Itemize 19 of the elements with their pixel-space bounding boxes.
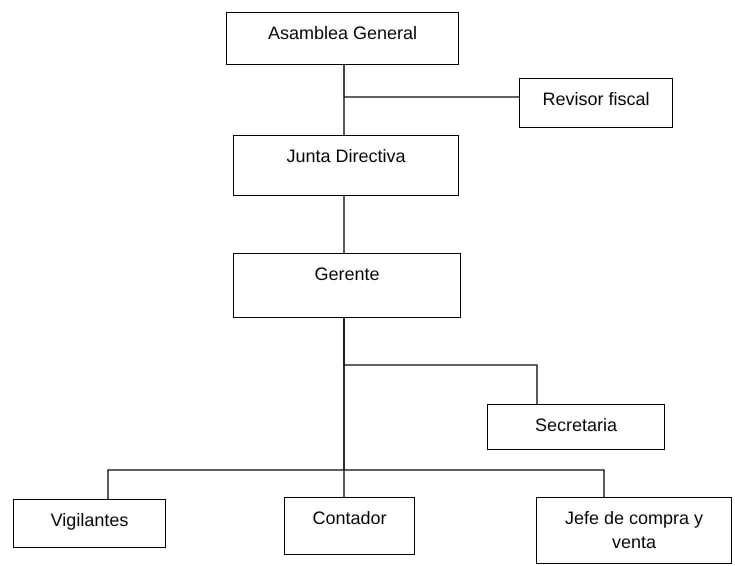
org-box [233,135,459,196]
connector-line [343,196,345,253]
box-label: Asamblea General [268,22,418,45]
box-label: Junta Directiva [286,145,406,168]
box-label: Secretaria [534,414,618,437]
org-box [536,497,732,564]
box-label: Jefe de compra y venta [564,507,704,554]
connector-line [343,65,519,98]
org-box [226,12,459,65]
org-box [487,404,665,450]
box-label: Vigilantes [50,509,128,532]
org-box [233,253,461,318]
box-label: Revisor fiscal [542,88,650,111]
org-box [284,497,415,555]
box-label: Gerente [314,263,380,286]
connector-line [343,318,605,497]
org-box [13,499,166,548]
box-label: Contador [312,507,387,530]
org-box [519,78,673,128]
